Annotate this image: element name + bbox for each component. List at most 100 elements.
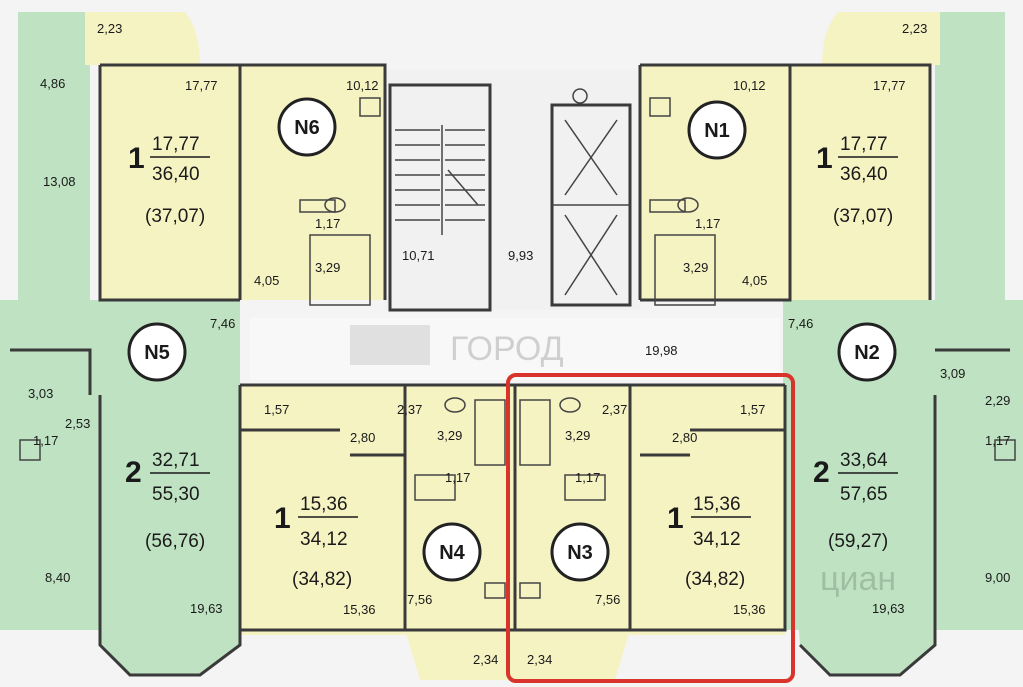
area-label: 2,34 — [527, 652, 552, 667]
gross-area: (37,07) — [145, 206, 205, 227]
area-label: 7,46 — [210, 316, 235, 331]
area-label: 17,77 — [185, 78, 218, 93]
unit-label-n5: N5 — [144, 342, 170, 364]
unit-label-n2: N2 — [854, 342, 880, 364]
rooms-count: 2 — [125, 456, 142, 489]
area-label: 15,36 — [343, 602, 376, 617]
area-label: 13,08 — [43, 174, 76, 189]
area-label: 3,29 — [437, 428, 462, 443]
area-label: 4,86 — [40, 76, 65, 91]
rooms-count: 2 — [813, 456, 830, 489]
apartment-summary-bl: 1 15,36 34,12 (34,82) — [274, 494, 358, 590]
area-label: 2,23 — [902, 21, 927, 36]
highlight-frame-n3 — [506, 373, 795, 683]
area-label: 1,17 — [985, 433, 1010, 448]
area-label: 19,63 — [190, 601, 223, 616]
total-area: 55,30 — [152, 484, 200, 505]
area-label: 1,57 — [264, 402, 289, 417]
area-label: 7,46 — [788, 316, 813, 331]
area-label: 3,29 — [683, 260, 708, 275]
total-area: 34,12 — [300, 529, 348, 550]
gross-area: (56,76) — [145, 531, 205, 552]
area-label: 3,03 — [28, 386, 53, 401]
rooms-count: 1 — [274, 502, 291, 535]
unit-label-n4: N4 — [439, 542, 465, 564]
stairs-core — [385, 70, 640, 312]
area-label: 2,53 — [65, 416, 90, 431]
area-label: 17,77 — [873, 78, 906, 93]
area-label: 4,05 — [254, 273, 279, 288]
area-label: 7,56 — [595, 592, 620, 607]
apartment-summary-ml: 2 32,71 55,30 (56,76) — [125, 450, 210, 552]
area-label: 10,71 — [402, 248, 435, 263]
apartment-summary-br: 1 15,36 34,12 (34,82) — [667, 494, 751, 590]
gross-area: (34,82) — [685, 569, 745, 590]
unit-badge-n2: N2 — [837, 322, 897, 382]
area-label: 7,56 — [407, 592, 432, 607]
total-area: 36,40 — [840, 164, 888, 185]
living-area: 15,36 — [693, 494, 741, 515]
unit-badges: N6 N1 N5 N2 N4 N3 — [127, 97, 897, 582]
area-label: 9,93 — [508, 248, 533, 263]
gross-area: (34,82) — [292, 569, 352, 590]
area-label: 9,00 — [985, 570, 1010, 585]
area-label: 19,63 — [872, 601, 905, 616]
living-area: 17,77 — [152, 134, 200, 155]
total-area: 34,12 — [693, 529, 741, 550]
area-label: 1,57 — [740, 402, 765, 417]
area-label: 1,17 — [445, 470, 470, 485]
living-area: 17,77 — [840, 134, 888, 155]
area-label: 2,80 — [672, 430, 697, 445]
apartment-summary-mr: 2 33,64 57,65 (59,27) — [813, 450, 898, 552]
watermark: ГОРОД циан — [350, 325, 896, 598]
unit-badge-n6: N6 — [277, 97, 337, 157]
rooms-count: 1 — [667, 502, 684, 535]
unit-label-n3: N3 — [567, 542, 593, 564]
area-label: 2,37 — [602, 402, 627, 417]
living-area: 33,64 — [840, 450, 888, 471]
area-label: 10,12 — [346, 78, 379, 93]
area-label: 3,29 — [315, 260, 340, 275]
apartment-summaries: 1 17,77 36,40 (37,07) 1 17,77 36,40 (37,… — [125, 134, 898, 590]
unit-label-n6: N6 — [294, 117, 320, 139]
area-label: 2,80 — [350, 430, 375, 445]
area-label: 2,34 — [473, 652, 498, 667]
area-label: 1,17 — [33, 433, 58, 448]
unit-badge-n3: N3 — [550, 522, 610, 582]
unit-badge-n4: N4 — [422, 522, 482, 582]
area-label: 1,17 — [695, 216, 720, 231]
unit-badge-n5: N5 — [127, 322, 187, 382]
living-area: 32,71 — [152, 450, 200, 471]
area-label: 2,23 — [97, 21, 122, 36]
area-label: 2,37 — [397, 402, 422, 417]
yellow-zones — [85, 12, 940, 680]
area-label: 19,98 — [645, 343, 678, 358]
walls — [10, 63, 1010, 677]
gross-area: (59,27) — [828, 531, 888, 552]
total-area: 57,65 — [840, 484, 888, 505]
area-label: 10,12 — [733, 78, 766, 93]
unit-label-n1: N1 — [704, 120, 730, 142]
apartment-summary-tl: 1 17,77 36,40 (37,07) — [128, 134, 210, 227]
area-label: 8,40 — [45, 570, 70, 585]
rooms-count: 1 — [816, 142, 833, 175]
area-label: 15,36 — [733, 602, 766, 617]
area-label: 4,05 — [742, 273, 767, 288]
apartment-summary-tr: 1 17,77 36,40 (37,07) — [816, 134, 898, 227]
fixtures — [19, 97, 1016, 599]
total-area: 36,40 — [152, 164, 200, 185]
watermark-right: циан — [820, 560, 896, 598]
rooms-count: 1 — [128, 142, 145, 175]
area-label: 1,17 — [315, 216, 340, 231]
gross-area: (37,07) — [833, 206, 893, 227]
room-area-labels: 2,23 2,23 4,86 13,08 17,77 17,77 10,12 1… — [28, 21, 1010, 667]
living-area: 15,36 — [300, 494, 348, 515]
area-label: 3,29 — [565, 428, 590, 443]
watermark-left: ГОРОД — [450, 330, 564, 368]
area-label: 1,17 — [575, 470, 600, 485]
unit-badge-n1: N1 — [687, 100, 747, 160]
green-zones — [0, 12, 1023, 675]
corridor — [250, 318, 780, 380]
area-label: 2,29 — [985, 393, 1010, 408]
